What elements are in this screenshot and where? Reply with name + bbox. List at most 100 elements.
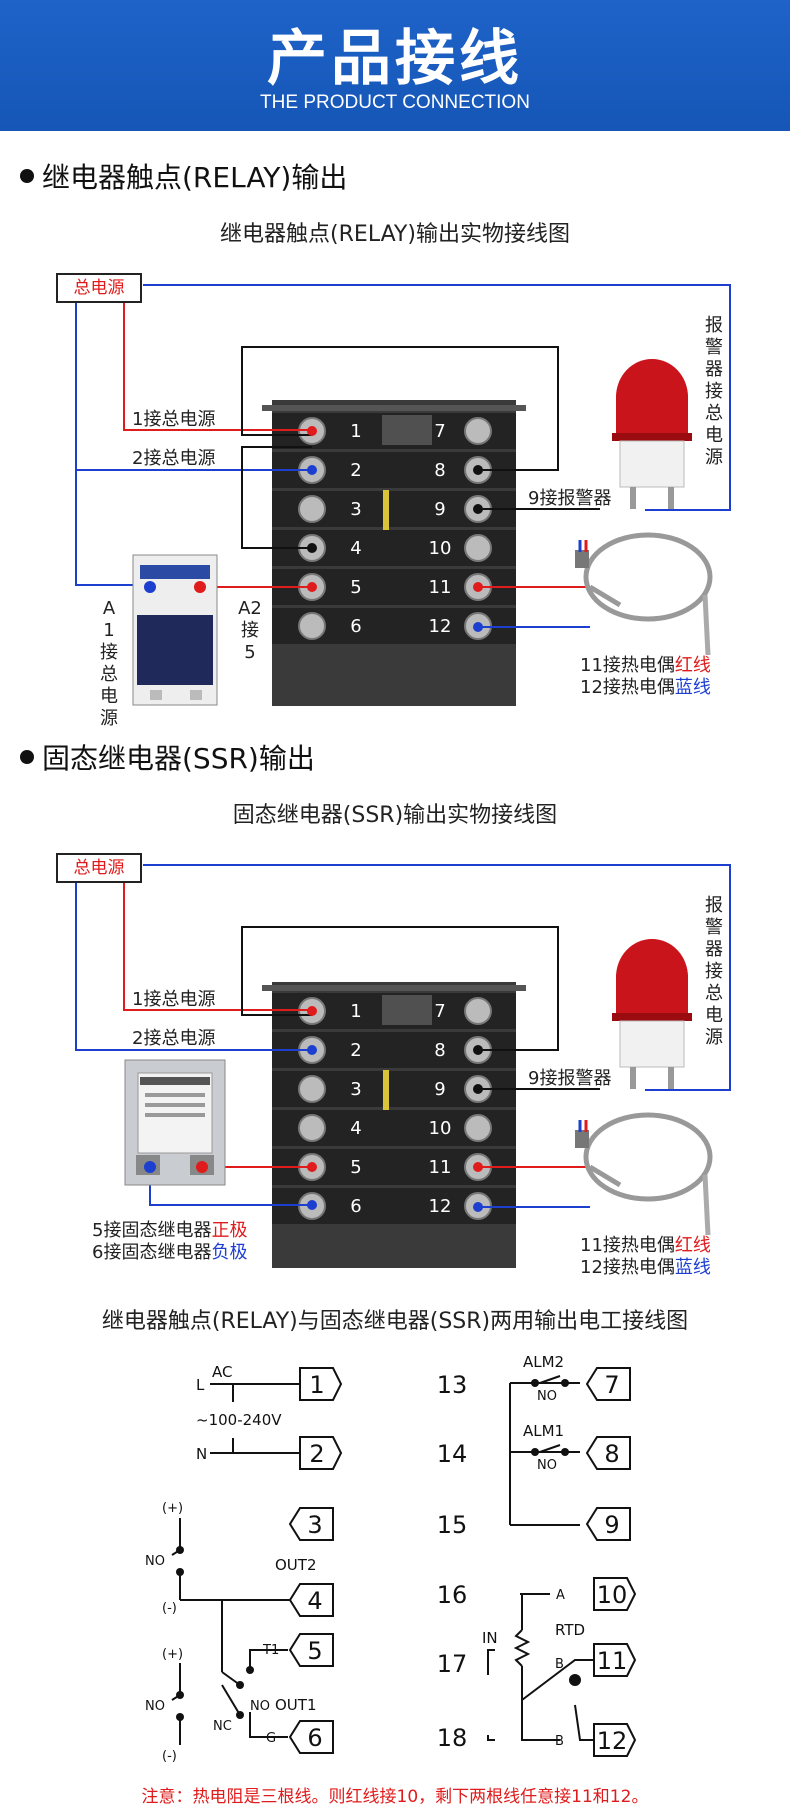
bullet-icon xyxy=(20,169,34,183)
out2-label: OUT2 xyxy=(275,1556,317,1574)
a-label: A xyxy=(556,1588,565,1603)
terminal-number: 8 xyxy=(434,1040,445,1061)
ssr-alarm-power-label: 报警器接总电源 xyxy=(705,895,723,1048)
alm2-label: ALM2 xyxy=(523,1353,564,1371)
terminal-number: 2 xyxy=(350,1040,361,1061)
terminal-number: 8 xyxy=(434,460,445,481)
schematic-diagram: 1 2 3 4 5 6 7 8 9 10 11 12 13 14 15 16 1… xyxy=(145,1353,637,1764)
ssr-wiring-diagram: 1 2 3 4 5 6 7 8 9 10 11 12 xyxy=(75,864,731,1268)
contactor-a2-label: A2接5 xyxy=(238,598,262,663)
terminal-number: 8 xyxy=(604,1440,619,1468)
ssr-label-1: 1接总电源 xyxy=(132,989,216,1010)
alm2-no-label: NO xyxy=(537,1389,557,1404)
terminal-number: 11 xyxy=(429,577,452,598)
terminal-number: 4 xyxy=(350,538,361,559)
thermocouple-icon xyxy=(575,1112,713,1236)
voltage-range-label: ~100-240V xyxy=(196,1411,282,1429)
ssr-tc12-label: 12接热电偶蓝线 xyxy=(580,1257,711,1278)
footer-note: 注意：热电阻是三根线。则红线接10，剩下两根线任意接11和12。 xyxy=(141,1787,649,1807)
ac-label: AC xyxy=(212,1363,232,1381)
terminal-number: 3 xyxy=(307,1511,322,1539)
terminal-number: 10 xyxy=(429,538,452,559)
n-label: N xyxy=(196,1445,207,1463)
terminal-number: 1 xyxy=(350,1001,361,1022)
b-label-2: B xyxy=(555,1734,564,1749)
terminal-number: 10 xyxy=(429,1118,452,1139)
mid-number: 18 xyxy=(437,1724,468,1752)
schematic-terminal-numbers: 1 2 3 4 5 6 7 8 9 10 11 12 xyxy=(307,1371,627,1755)
terminal-number: 12 xyxy=(597,1727,628,1755)
relay-tc11-label: 11接热电偶红线 xyxy=(580,655,711,676)
terminal-number: 3 xyxy=(350,1079,361,1100)
no-label-out1: NO xyxy=(250,1699,270,1714)
schematic-mid-numbers: 13 14 15 16 17 18 xyxy=(437,1371,468,1752)
terminal-number: 4 xyxy=(350,1118,361,1139)
terminal-number: 12 xyxy=(429,616,452,637)
terminal-number: 10 xyxy=(597,1581,628,1609)
in-label: IN xyxy=(482,1629,498,1647)
terminal-number: 12 xyxy=(429,1196,452,1217)
relay-tc12-label: 12接热电偶蓝线 xyxy=(580,677,711,698)
out2-minus-label: (-) xyxy=(162,1601,177,1616)
out2-no-label: NO xyxy=(145,1554,165,1569)
banner: 产品接线 THE PRODUCT CONNECTION xyxy=(0,0,790,131)
terminal-number: 9 xyxy=(434,499,445,520)
banner-title: 产品接线 xyxy=(267,24,523,94)
terminal-number: 5 xyxy=(307,1637,322,1665)
relay-label-9: 9接报警器 xyxy=(528,488,612,509)
terminal-number: 6 xyxy=(350,1196,361,1217)
terminal-number: 6 xyxy=(307,1724,322,1752)
terminal-number: 1 xyxy=(309,1371,324,1399)
mid-number: 15 xyxy=(437,1511,468,1539)
out1-no-label: NO xyxy=(145,1699,165,1714)
terminal-number: 9 xyxy=(604,1511,619,1539)
terminal-number: 11 xyxy=(597,1647,628,1675)
out1-label: OUT1 xyxy=(275,1696,317,1714)
mid-number: 16 xyxy=(437,1581,468,1609)
out2-plus-label: (+) xyxy=(162,1501,183,1516)
nc-label: NC xyxy=(213,1719,232,1734)
relay-alarm-power-label: 报警器接总电源 xyxy=(705,315,723,468)
terminal-number: 11 xyxy=(429,1157,452,1178)
terminal-number: 7 xyxy=(604,1371,619,1399)
contactor-icon xyxy=(132,554,218,706)
terminal-number: 2 xyxy=(350,460,361,481)
ssr-label-5: 5接固态继电器正极 xyxy=(92,1220,248,1241)
out1-plus-label: (+) xyxy=(162,1647,183,1662)
ssr-label-6: 6接固态继电器负极 xyxy=(92,1242,248,1263)
terminal-number: 9 xyxy=(434,1079,445,1100)
relay-wiring-diagram: 1 2 3 4 5 6 7 8 9 10 11 12 xyxy=(75,284,731,706)
ssr-terminal-numbers: 1 2 3 4 5 6 7 8 9 10 11 12 xyxy=(350,1001,451,1217)
rtd-label: RTD xyxy=(555,1621,585,1639)
ssr-power-box: 总电源 xyxy=(56,853,142,883)
ssr-label-2: 2接总电源 xyxy=(132,1028,216,1049)
terminal-number: 5 xyxy=(350,577,361,598)
alarm-light-icon xyxy=(612,939,692,1089)
terminal-number: 7 xyxy=(434,421,445,442)
relay-label-2: 2接总电源 xyxy=(132,448,216,469)
banner-subtitle: THE PRODUCT CONNECTION xyxy=(260,92,530,113)
b-label-1: B xyxy=(555,1657,564,1672)
ssr-subtitle: 固态继电器(SSR)输出实物接线图 xyxy=(232,803,558,828)
terminal-number: 3 xyxy=(350,499,361,520)
g-label: G xyxy=(266,1731,276,1746)
mid-number: 13 xyxy=(437,1371,468,1399)
terminal-number: 7 xyxy=(434,1001,445,1022)
terminal-number: 6 xyxy=(350,616,361,637)
alm1-no-label: NO xyxy=(537,1458,557,1473)
ssr-label-9: 9接报警器 xyxy=(528,1068,612,1089)
relay-label-1: 1接总电源 xyxy=(132,409,216,430)
bullet-icon xyxy=(20,750,34,764)
out1-minus-label: (-) xyxy=(162,1749,177,1764)
relay-subtitle: 继电器触点(RELAY)输出实物接线图 xyxy=(220,222,570,247)
terminal-number: 1 xyxy=(350,421,361,442)
alarm-light-icon xyxy=(612,359,692,509)
relay-terminal-numbers: 1 2 3 4 5 6 7 8 9 10 11 12 xyxy=(350,421,451,637)
terminal-number: 4 xyxy=(307,1587,322,1615)
solid-state-relay-icon xyxy=(124,1059,226,1186)
alm1-label: ALM1 xyxy=(523,1422,564,1440)
terminal-number: 2 xyxy=(309,1440,324,1468)
mid-number: 14 xyxy=(437,1440,468,1468)
thermocouple-icon xyxy=(575,532,713,656)
relay-heading: 继电器触点(RELAY)输出 xyxy=(20,156,347,196)
